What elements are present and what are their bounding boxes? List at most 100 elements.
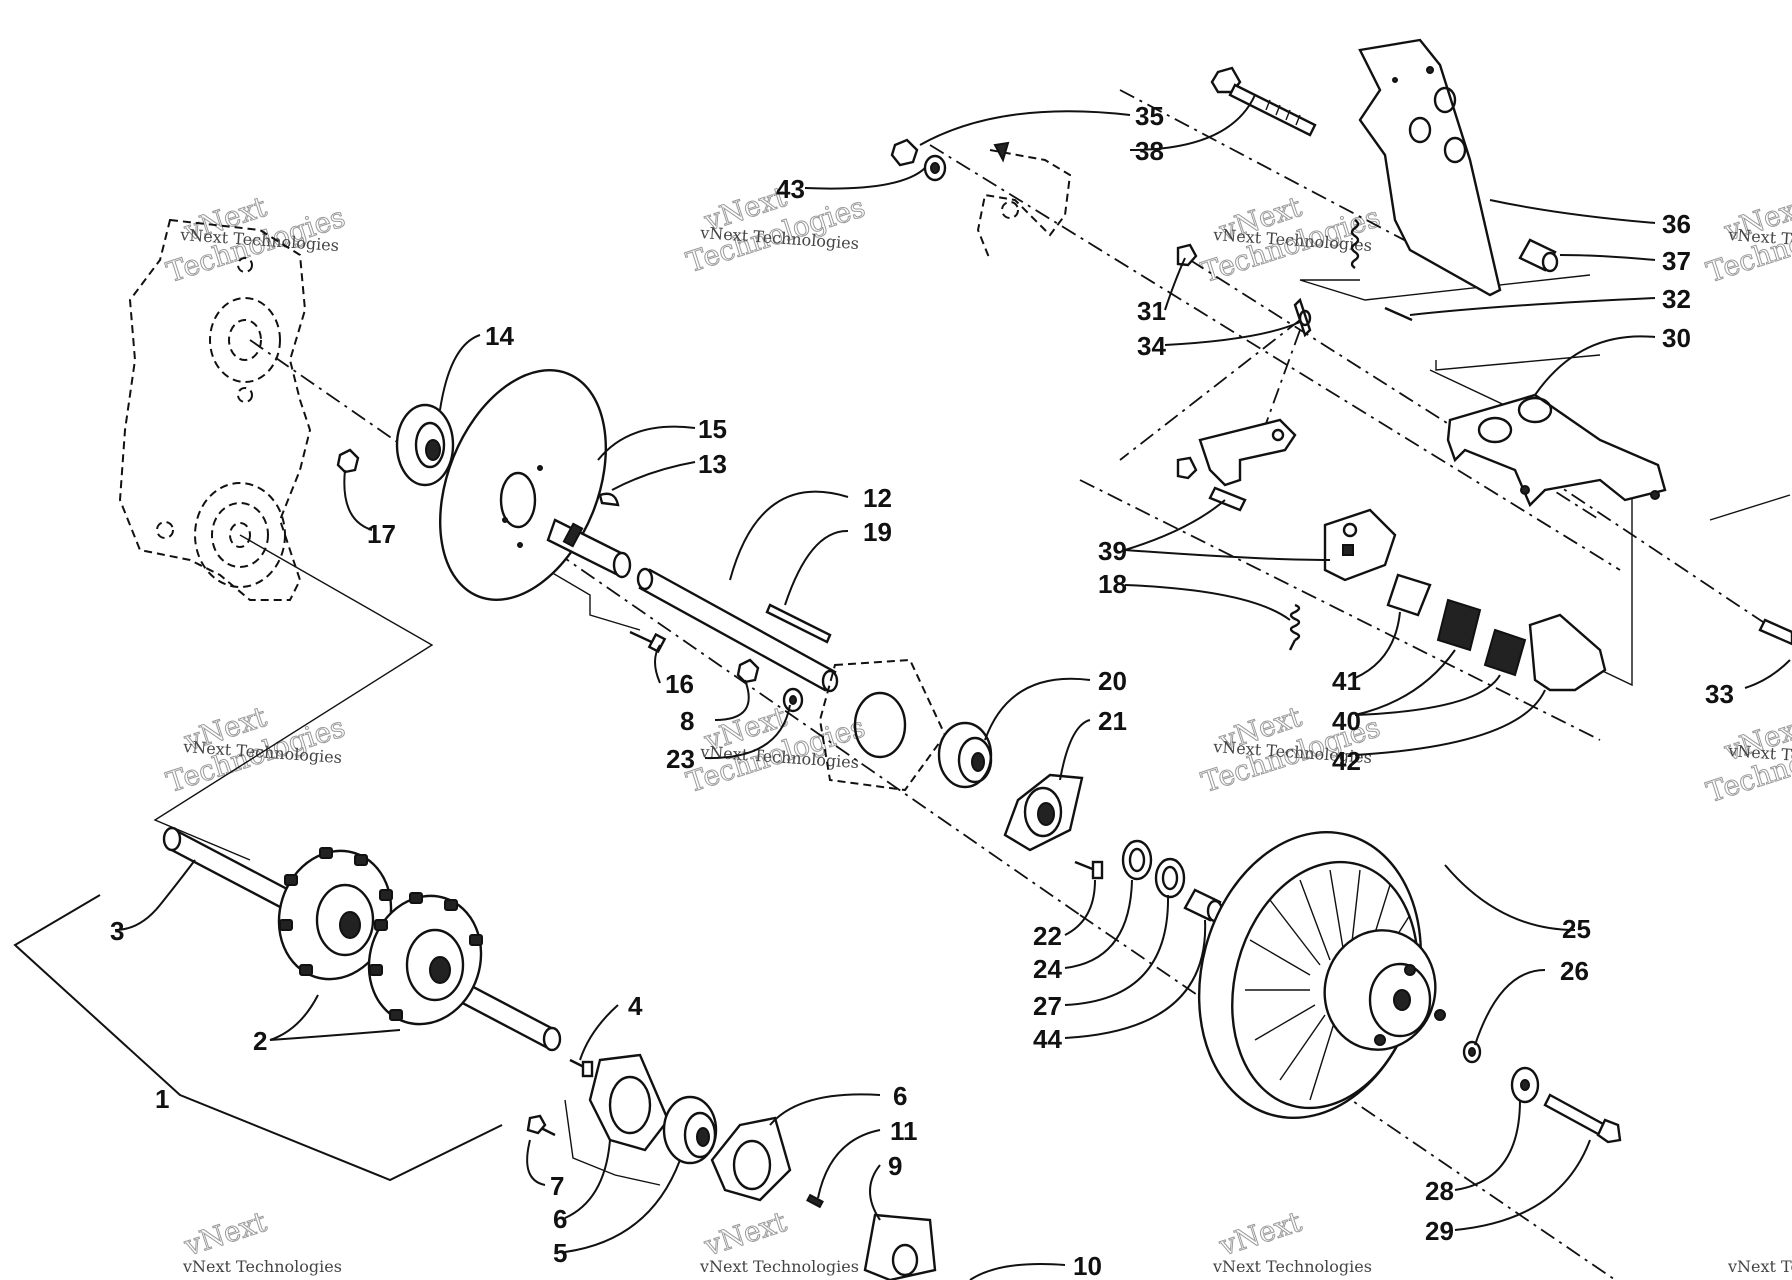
callout-26: 26	[1560, 956, 1589, 986]
flange-part-21	[1003, 773, 1084, 852]
callout-33: 33	[1705, 679, 1734, 709]
callout-32: 32	[1662, 284, 1691, 314]
brake-bracket-outline	[976, 149, 1072, 261]
flange-part-6	[710, 1116, 792, 1202]
callout-21: 21	[1098, 706, 1127, 736]
callout-14: 14	[485, 321, 514, 351]
puck-plate-part-42	[1528, 613, 1607, 692]
jackshaft-part-12	[636, 567, 839, 693]
brake-puck-part-40	[1436, 598, 1482, 652]
bearing-flange-plate	[818, 658, 947, 792]
callout-9: 9	[888, 1151, 902, 1181]
watermark: vNext Technologies	[682, 179, 869, 279]
seal-part-14	[395, 403, 455, 487]
callout-23: 23	[666, 744, 695, 774]
bolt-part-4	[569, 1058, 594, 1078]
callout-37: 37	[1662, 246, 1691, 276]
brake-puck-holder	[1323, 508, 1397, 582]
key-part-19	[765, 603, 832, 644]
callout-numbers: 1 2 3 4 5 6 6 7 8 9 10 11 12 13 14 15 16…	[110, 101, 1734, 1280]
callout-36: 36	[1662, 209, 1691, 239]
washer-part-43	[923, 154, 947, 182]
cap-part-9	[863, 1213, 937, 1280]
svg-text:vNext: vNext	[1215, 1205, 1307, 1263]
svg-text:vNext: vNext	[700, 1205, 792, 1263]
callout-16: 16	[665, 669, 694, 699]
callout-44: 44	[1033, 1024, 1062, 1054]
callout-13: 13	[698, 449, 727, 479]
brake-disc-part-15	[438, 369, 608, 601]
nut-part-17	[336, 448, 360, 474]
callout-24: 24	[1033, 954, 1062, 984]
callout-3: 3	[110, 916, 124, 946]
bearing-part-20	[937, 721, 993, 789]
callout-41: 41	[1332, 666, 1361, 696]
callout-22: 22	[1033, 921, 1062, 951]
key-part-13	[598, 492, 620, 507]
lever-part-39	[1176, 418, 1297, 512]
bolt-part-38	[1210, 66, 1317, 137]
callout-8: 8	[680, 706, 694, 736]
watermark-text: vNext Technologies	[1727, 1257, 1792, 1276]
caliper-bracket-part-30	[1446, 393, 1667, 508]
callout-31: 31	[1137, 296, 1166, 326]
callout-25: 25	[1562, 914, 1591, 944]
spring-part-18	[1288, 603, 1301, 651]
drive-sprocket-part-2	[277, 847, 393, 981]
callout-27: 27	[1033, 991, 1062, 1021]
callout-6-upper: 6	[893, 1081, 907, 1111]
bolt-part-29	[1543, 1093, 1622, 1144]
driven-clutch-part-25	[1197, 830, 1446, 1120]
callout-1: 1	[155, 1084, 169, 1114]
nut-part-8	[736, 658, 760, 684]
callout-29: 29	[1425, 1216, 1454, 1246]
svg-text:vNext: vNext	[180, 1205, 272, 1263]
bolt-part-7	[526, 1114, 556, 1137]
callout-11: 11	[890, 1116, 918, 1146]
brake-bracket-part-36	[1358, 38, 1502, 297]
washer-part-27	[1154, 857, 1186, 899]
pin-part-11	[806, 1193, 824, 1209]
callout-28: 28	[1425, 1176, 1454, 1206]
callout-15: 15	[698, 414, 727, 444]
callout-10: 10	[1073, 1251, 1102, 1280]
washer-part-28	[1510, 1066, 1540, 1104]
watermark-group: vNext Technologies vNext Technologies vN…	[162, 179, 1792, 1276]
callout-34: 34	[1137, 331, 1166, 361]
watermark: vNext	[179, 1204, 272, 1263]
cotter-pin-part-32	[1384, 306, 1413, 322]
callout-43: 43	[776, 174, 805, 204]
watermark: vNext	[699, 1204, 792, 1263]
callout-12: 12	[863, 483, 892, 513]
watermark: vNext Technologies	[162, 699, 349, 799]
callout-42: 42	[1332, 746, 1361, 776]
washer-part-26	[1462, 1040, 1482, 1064]
callout-18: 18	[1098, 569, 1127, 599]
leader-lines	[13, 94, 1791, 1280]
washer-part-23	[782, 687, 804, 713]
flange-part-6	[588, 1053, 670, 1152]
callout-30: 30	[1662, 323, 1691, 353]
callout-35: 35	[1135, 101, 1164, 131]
watermark-text: vNext Technologies	[182, 1257, 342, 1276]
drive-sprocket-part-2	[367, 892, 483, 1026]
brake-puck-part-40	[1483, 628, 1527, 677]
watermark-text: vNext Technologies	[699, 1257, 859, 1276]
watermark: vNext	[1214, 1204, 1307, 1263]
clip-part-34	[1293, 297, 1312, 338]
chaincase-housing	[118, 218, 312, 601]
hub-part	[546, 518, 632, 579]
callout-40: 40	[1332, 706, 1361, 736]
nut-part-35	[890, 138, 919, 167]
watermark-text: vNext Technologies	[1212, 1257, 1372, 1276]
bolt-part-33	[1758, 618, 1792, 646]
callout-20: 20	[1098, 666, 1127, 696]
callout-38: 38	[1135, 136, 1164, 166]
callout-39: 39	[1098, 536, 1127, 566]
callout-19: 19	[863, 517, 892, 547]
callout-4: 4	[628, 991, 643, 1021]
brake-pad-part-41	[1386, 573, 1432, 617]
bearing-part-5	[662, 1095, 718, 1165]
callout-17: 17	[367, 519, 396, 549]
